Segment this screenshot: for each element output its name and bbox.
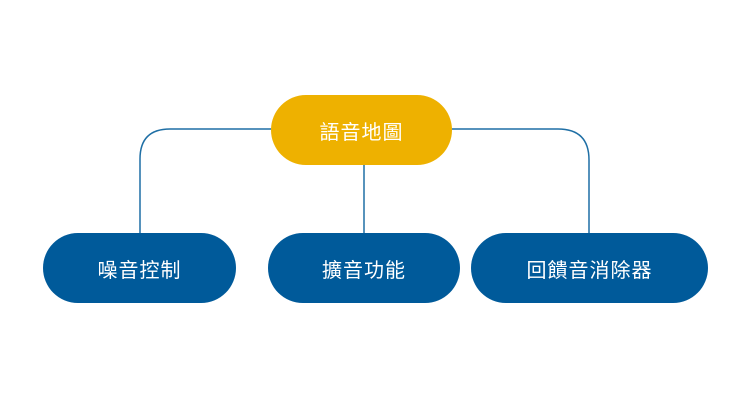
connector-root-to-noise-control — [139, 128, 271, 234]
child-node-feedback-canceller: 回饋音消除器 — [471, 233, 708, 303]
child-node-noise-control: 噪音控制 — [43, 233, 236, 303]
root-node: 語音地圖 — [271, 95, 452, 165]
child-node-label: 擴音功能 — [322, 257, 406, 282]
child-node-amplification: 擴音功能 — [268, 233, 460, 303]
child-node-label: 噪音控制 — [97, 257, 182, 282]
child-node-label: 回饋音消除器 — [526, 257, 653, 282]
connector-root-to-feedback-canceller — [452, 128, 590, 234]
root-node-label: 語音地圖 — [319, 119, 404, 144]
